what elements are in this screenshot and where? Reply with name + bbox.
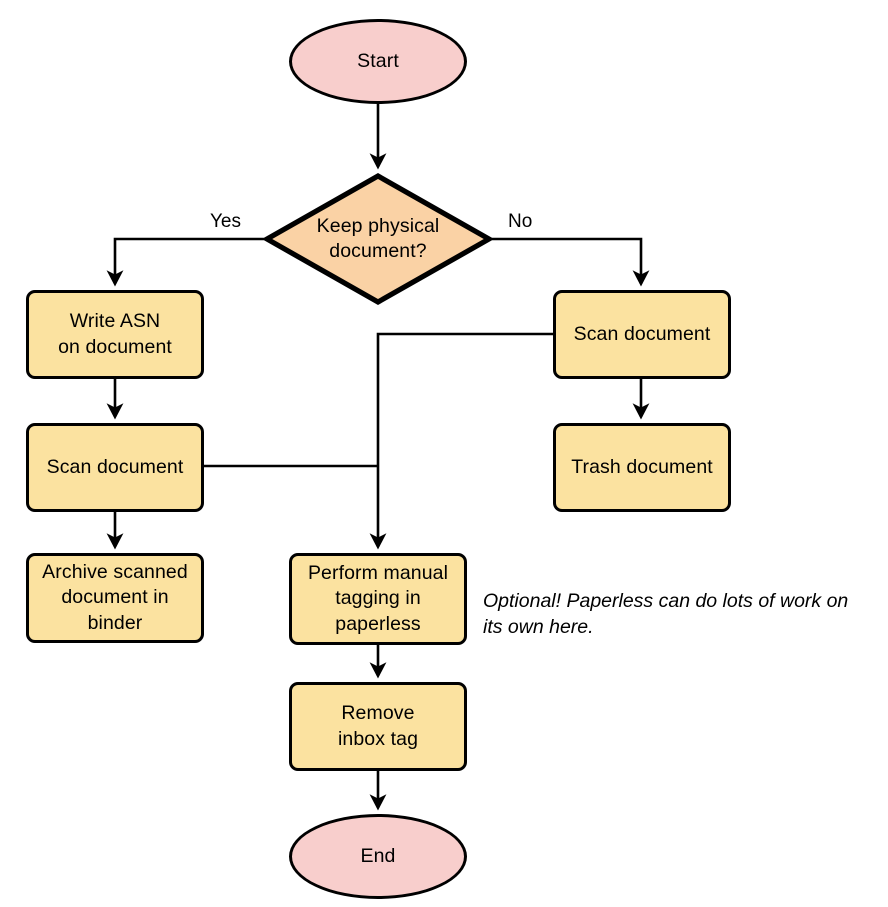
node-start-label: Start [357, 49, 399, 72]
node-end[interactable]: End [289, 814, 467, 899]
node-keep-physical-document-label: Keep physical document? [316, 214, 440, 262]
edge-label-yes: Yes [210, 211, 241, 232]
node-start[interactable]: Start [289, 19, 467, 104]
node-archive-scanned-document-in-binder-label: Archive scanned document in binder [42, 561, 188, 634]
connector-scan-right-to-tagging [369, 332, 553, 550]
node-keep-physical-document[interactable]: Keep physical document? [264, 173, 492, 305]
node-scan-document-right-label: Scan document [573, 322, 711, 345]
node-archive-scanned-document-in-binder[interactable]: Archive scanned document in binder [26, 553, 204, 643]
node-perform-manual-tagging-label: Perform manual tagging in paperless [307, 562, 449, 635]
node-remove-inbox-tag-label: Remove inbox tag [337, 702, 419, 750]
node-trash-document-label: Trash document [571, 455, 713, 478]
node-scan-document-right[interactable]: Scan document [553, 290, 731, 379]
annotation-optional-note: Optional! Paperless can do lots of work … [483, 590, 849, 638]
node-write-asn-on-document-label: Write ASN on document [58, 310, 172, 358]
node-end-label: End [360, 844, 396, 867]
connector-decision-yes-to-write-asn [106, 237, 264, 287]
node-remove-inbox-tag[interactable]: Remove inbox tag [289, 682, 467, 771]
node-scan-document-left[interactable]: Scan document [26, 423, 204, 512]
diamond-shape [264, 173, 492, 305]
node-scan-document-left-label: Scan document [46, 455, 184, 478]
node-write-asn-on-document[interactable]: Write ASN on document [26, 290, 204, 379]
edge-label-no: No [508, 211, 533, 232]
node-trash-document[interactable]: Trash document [553, 423, 731, 512]
node-perform-manual-tagging[interactable]: Perform manual tagging in paperless [289, 553, 467, 645]
connector-decision-no-to-scan-right [492, 237, 650, 287]
